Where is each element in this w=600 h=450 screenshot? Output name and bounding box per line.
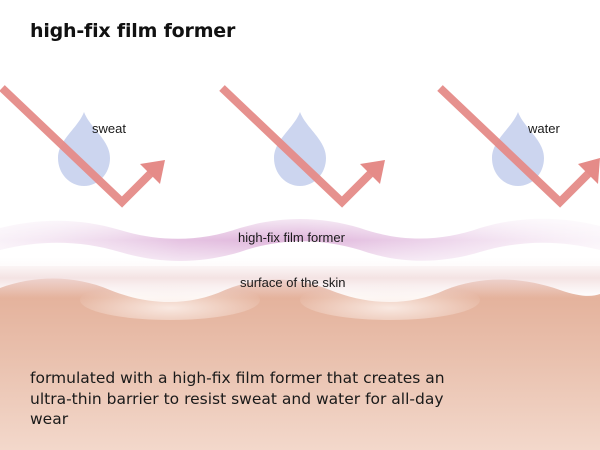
diagram-title: high-fix film former: [30, 20, 236, 42]
droplet-icon: [58, 112, 110, 186]
deflect-arrow-icon: [219, 85, 377, 208]
droplet-icon: [274, 112, 326, 186]
water-label: water: [528, 121, 560, 136]
skin-surface-label: surface of the skin: [240, 275, 346, 290]
description-caption: formulated with a high-fix film former t…: [30, 369, 445, 428]
film-former-fade: [0, 214, 600, 266]
skin-layer: [0, 278, 600, 450]
sweat-label: sweat: [92, 121, 126, 136]
film-former-label: high-fix film former: [238, 230, 345, 245]
arrowhead-icon: [140, 160, 165, 184]
deflect-arrow-icon: [437, 85, 595, 208]
deflect-arrow-icon: [0, 85, 157, 208]
arrowhead-icon: [360, 160, 385, 184]
arrowhead-icon: [578, 158, 600, 184]
droplet-icon: [492, 112, 544, 186]
